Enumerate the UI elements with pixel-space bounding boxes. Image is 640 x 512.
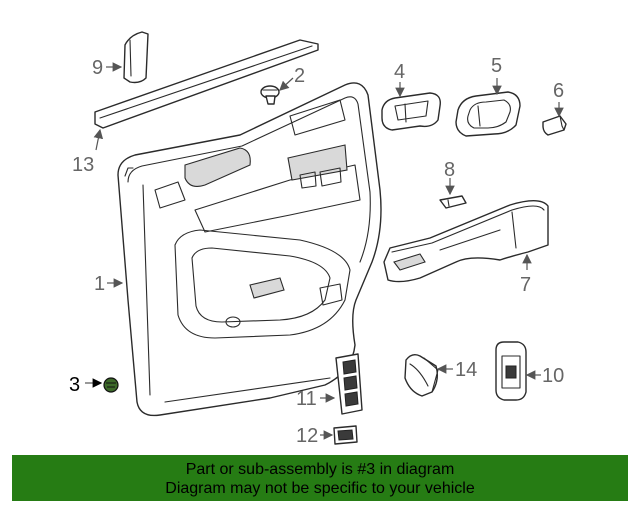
parts-diagram: 9 2 4 5 6 13 8 1 7 3 14 10 11 12 — [69, 31, 567, 447]
callout-2: 2 — [294, 65, 305, 87]
callout-labels: 9 2 4 5 6 13 8 1 7 3 14 10 11 12 — [69, 55, 564, 447]
callout-8: 8 — [444, 159, 455, 181]
part-12-switch[interactable] — [333, 425, 358, 445]
callout-14: 14 — [455, 359, 477, 381]
callout-6: 6 — [553, 80, 564, 102]
callout-9: 9 — [92, 57, 103, 79]
part-5-handle-bezel[interactable] — [455, 91, 521, 137]
part-3-fastener[interactable] — [103, 377, 119, 393]
part-13-belt-weatherstrip[interactable] — [94, 39, 319, 129]
info-banner: Part or sub-assembly is #3 in diagram Di… — [12, 455, 628, 501]
callout-1: 1 — [94, 273, 105, 295]
part-4-inside-handle[interactable] — [381, 92, 441, 131]
callout-11: 11 — [296, 388, 317, 410]
part-7-armrest[interactable] — [383, 200, 549, 283]
callout-3: 3 — [69, 374, 80, 396]
part-2-push-clip[interactable] — [260, 85, 280, 105]
callout-5: 5 — [491, 55, 502, 77]
part-6-plug[interactable] — [542, 115, 567, 136]
callout-4: 4 — [394, 61, 405, 83]
callout-7: 7 — [520, 274, 531, 296]
banner-line-2: Diagram may not be specific to your vehi… — [165, 480, 475, 497]
callout-12: 12 — [296, 425, 318, 447]
callout-13: 13 — [72, 154, 94, 176]
banner-line-1: Part or sub-assembly is #3 in diagram — [185, 461, 455, 478]
part-9-trim-piece[interactable] — [123, 31, 149, 84]
part-1-door-trim-panel[interactable] — [117, 82, 382, 417]
part-11-window-switch[interactable] — [335, 353, 363, 415]
part-8-clip[interactable] — [439, 195, 467, 209]
callout-10: 10 — [542, 365, 564, 387]
leader-lines — [85, 62, 564, 440]
part-14-speaker[interactable] — [404, 353, 439, 397]
part-10-switch-bezel[interactable] — [495, 341, 527, 401]
